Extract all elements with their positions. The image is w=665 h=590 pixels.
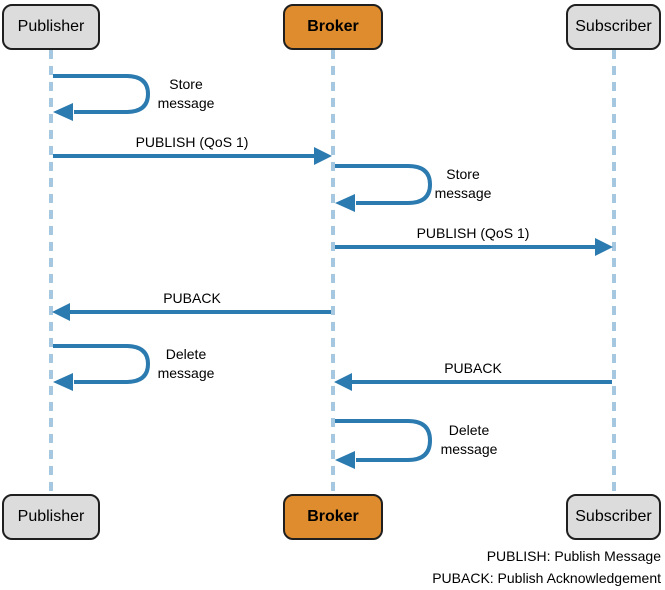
label-puback-sub-to-broker: PUBACK bbox=[444, 359, 502, 376]
arrowhead-puback-sub-to-broker bbox=[334, 373, 352, 391]
label-store-message-publisher: Store message bbox=[157, 76, 215, 111]
broker-label-top: Broker bbox=[307, 18, 359, 35]
label-puback-broker-to-pub: PUBACK bbox=[163, 289, 221, 306]
arrowhead-broker-store bbox=[335, 194, 355, 212]
arrowhead-publisher-delete bbox=[53, 373, 73, 391]
broker-label-bottom: Broker bbox=[307, 508, 359, 525]
publisher-box-top: Publisher bbox=[2, 4, 100, 50]
self-loop-publisher-store bbox=[53, 74, 151, 114]
publisher-label-bottom: Publisher bbox=[17, 508, 85, 525]
arrowhead-broker-delete bbox=[335, 451, 355, 469]
legend-puback-line: PUBACK: Publish Acknowledgement bbox=[432, 570, 661, 586]
subscriber-label-top: Subscriber bbox=[575, 18, 652, 35]
publisher-label-top: Publisher bbox=[17, 18, 85, 35]
self-loop-broker-delete bbox=[335, 419, 433, 462]
subscriber-box-bottom: Subscriber bbox=[566, 494, 661, 540]
arrowhead-puback-broker-to-pub bbox=[52, 303, 70, 321]
label-delete-message-publisher: Delete message bbox=[157, 346, 215, 381]
subscriber-box-top: Subscriber bbox=[566, 4, 661, 50]
arrowhead-publisher-store bbox=[53, 103, 73, 121]
label-publish-qos1-pub-to-broker: PUBLISH (QoS 1) bbox=[135, 133, 249, 150]
label-delete-message-broker: Delete message bbox=[440, 422, 498, 457]
publisher-box-bottom: Publisher bbox=[2, 494, 100, 540]
label-store-message-broker: Store message bbox=[434, 166, 492, 201]
broker-box-bottom: Broker bbox=[283, 494, 383, 540]
self-loop-broker-store bbox=[335, 164, 433, 205]
subscriber-label-bottom: Subscriber bbox=[575, 508, 652, 525]
self-loop-publisher-delete bbox=[53, 344, 151, 384]
legend-publish-line: PUBLISH: Publish Message bbox=[486, 548, 661, 564]
arrowhead-publish-broker-to-sub bbox=[595, 238, 613, 256]
broker-box-top: Broker bbox=[283, 4, 383, 50]
label-publish-qos1-broker-to-sub: PUBLISH (QoS 1) bbox=[416, 224, 530, 241]
legend: PUBLISH: Publish Message PUBACK: Publish… bbox=[432, 545, 661, 589]
arrowhead-publish-pub-to-broker bbox=[314, 147, 332, 165]
